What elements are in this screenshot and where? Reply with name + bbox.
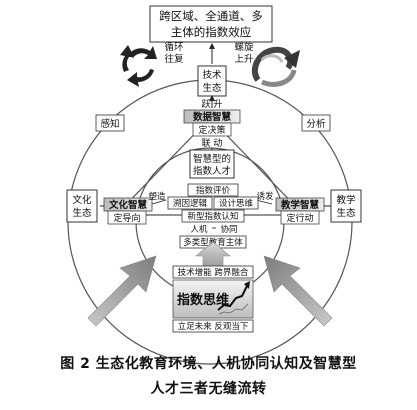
cycle-right-line2: 上升: [234, 54, 254, 65]
right-big-arrow: [263, 255, 333, 327]
cycle-left-line1: 循环: [164, 41, 183, 53]
inspire-line: [255, 199, 273, 205]
linkage-label: 联 动: [202, 138, 223, 149]
teaching-wisdom-sub-box: [280, 210, 320, 225]
stack-eval: 指数评价: [196, 185, 231, 196]
analysis-box: [301, 114, 331, 132]
stack-abduction: 溯因逻辑: [173, 198, 208, 209]
cycle-right-line1: 螺旋: [234, 41, 254, 53]
top-box-line2: 主体的指数效应: [171, 25, 252, 39]
teaching-wisdom-sub: 定行动: [286, 212, 313, 224]
culture-eco-box: [66, 189, 98, 223]
perception-label: 感知: [100, 118, 119, 130]
spiral-arrow-icon: [251, 46, 300, 87]
figure-caption-line1: 图 2 生态化教育环境、人机协同认知及智慧型: [60, 356, 357, 372]
stack-cognition: 新型指数认知: [187, 211, 238, 222]
wise-talent-line2: 指数人才: [193, 165, 231, 177]
growth-chart-icon: [217, 281, 250, 315]
stack-cognition-box: [181, 209, 245, 223]
leap-label: 跃 升: [202, 99, 223, 110]
teaching-eco-line2: 生态: [336, 207, 356, 219]
top-box-line1: 跨区域、全通道、多: [159, 9, 263, 23]
cycle-left-line2: 往复: [164, 53, 184, 65]
wise-talent-line1: 智慧型的: [193, 153, 231, 165]
tech-eco-box: [197, 65, 227, 97]
tech-eco-line1: 技术: [202, 69, 222, 81]
culture-eco-line1: 文化: [72, 194, 92, 206]
teaching-eco-line1: 教学: [336, 194, 355, 206]
left-big-arrow: [87, 255, 157, 327]
bottom-top-label: 技术增能 跨界融合: [178, 267, 249, 278]
tech-eco-line2: 生态: [202, 82, 222, 94]
index-thinking-panel: [172, 279, 254, 319]
cycle-arrows-icon: [120, 45, 158, 87]
teaching-wisdom-title: 教学智慧: [280, 199, 320, 211]
culture-wisdom-sub: 定导向: [113, 212, 140, 224]
stack-design: 设计思维: [219, 198, 254, 209]
culture-wisdom-title: 文化智慧: [108, 199, 148, 211]
stack-eval-box: [187, 183, 239, 197]
bottom-top-box: [172, 265, 254, 279]
data-wisdom-sub: 定决策: [198, 124, 225, 136]
culture-eco-line2: 生态: [72, 207, 92, 219]
shaping-label: 塑造: [148, 191, 166, 202]
culture-wisdom-sub-box: [107, 210, 147, 225]
bottom-bottom-box: [172, 319, 254, 333]
stack-abduction-box: [167, 196, 213, 210]
bottom-bottom-label: 立足未来 反观当下: [178, 321, 249, 332]
figure-caption-line2: 人才三者无缝流转: [150, 381, 267, 397]
top-box: [149, 5, 273, 43]
index-thinking-title: 指数思维: [177, 292, 229, 308]
teaching-eco-box: [330, 189, 362, 223]
stack-collab: 协同: [220, 224, 237, 235]
inspire-label: 诱发: [256, 191, 274, 202]
wise-talent-box: [189, 149, 235, 179]
stack-human-machine: 人机: [190, 224, 208, 235]
shaping-line: [151, 199, 167, 205]
stack-design-box: [213, 196, 259, 210]
perception-box: [95, 114, 125, 132]
analysis-label: 分析: [306, 118, 326, 130]
data-wisdom-sub-box: [192, 122, 232, 137]
data-wisdom-title: 数据智慧: [192, 111, 232, 123]
